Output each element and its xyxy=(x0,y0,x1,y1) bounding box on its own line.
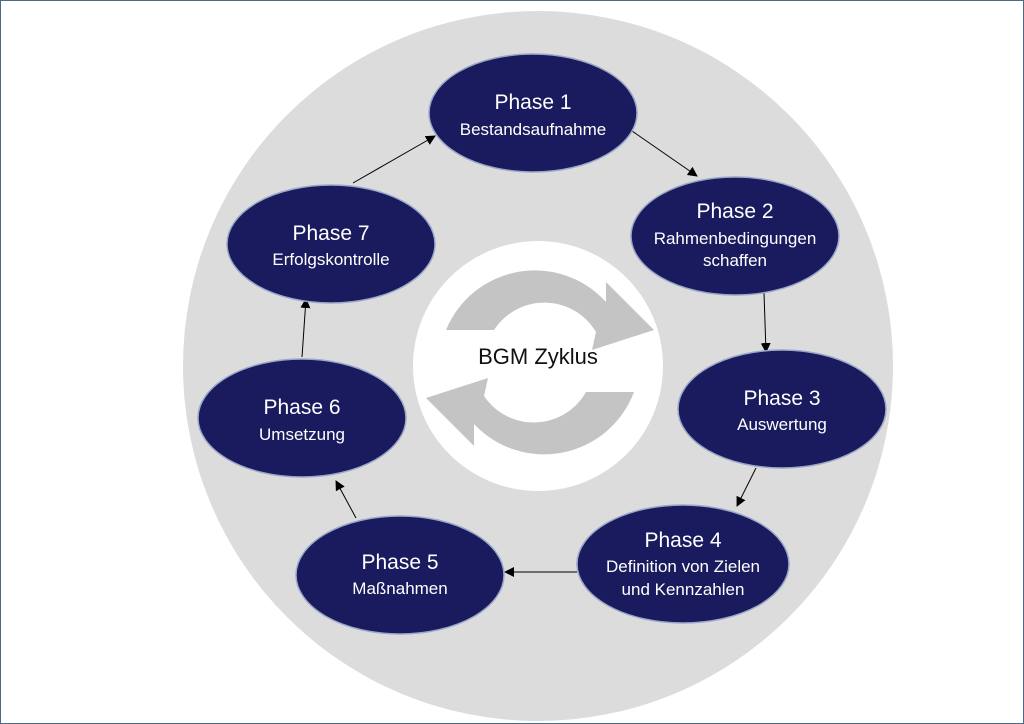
phase-node-4: Phase 4 Definition von Zielen und Kennza… xyxy=(576,504,790,624)
edges xyxy=(300,130,771,577)
phase-node-3: Phase 3 Auswertung xyxy=(677,349,887,469)
phase-subtitle: Erfolgskontrolle xyxy=(272,250,389,269)
phase-title: Phase 1 xyxy=(494,91,571,114)
phase-subtitle: Auswertung xyxy=(737,415,827,434)
phase-title: Phase 7 xyxy=(292,222,369,245)
phase-node-6: Phase 6 Umsetzung xyxy=(197,358,407,478)
phase-node-1: Phase 1 Bestandsaufnahme xyxy=(428,53,638,173)
phase-title: Phase 5 xyxy=(361,551,438,574)
phase-node-5: Phase 5 Maßnahmen xyxy=(295,515,505,635)
edge-phase2-phase3 xyxy=(760,292,771,353)
phase-subtitle: Umsetzung xyxy=(259,425,345,444)
center-label: BGM Zyklus xyxy=(478,344,598,369)
phase-subtitle: Bestandsaufnahme xyxy=(460,120,607,139)
phase-title: Phase 6 xyxy=(263,396,340,419)
edge-phase6-phase7 xyxy=(300,298,311,358)
edge-phase7-phase1 xyxy=(352,135,436,184)
edge-phase5-phase6 xyxy=(335,480,357,519)
phase-node-7: Phase 7 Erfolgskontrolle xyxy=(226,184,436,304)
phase-title: Phase 2 xyxy=(696,200,773,223)
phase-subtitle: Definition von Zielen xyxy=(606,557,760,576)
phase-title: Phase 3 xyxy=(743,387,820,410)
phase-subtitle: Maßnahmen xyxy=(352,579,447,598)
phase-subtitle-line2: und Kennzahlen xyxy=(622,580,745,599)
refresh-cycle-icon xyxy=(426,270,654,455)
phase-node-2: Phase 2 Rahmenbedingungen schaffen xyxy=(630,176,840,296)
edge-phase1-phase2 xyxy=(631,130,698,177)
phase-title: Phase 4 xyxy=(644,529,721,552)
phase-subtitle-line2: schaffen xyxy=(703,251,767,270)
phase-subtitle: Rahmenbedingungen xyxy=(654,229,817,248)
edge-phase3-phase4 xyxy=(736,467,757,507)
